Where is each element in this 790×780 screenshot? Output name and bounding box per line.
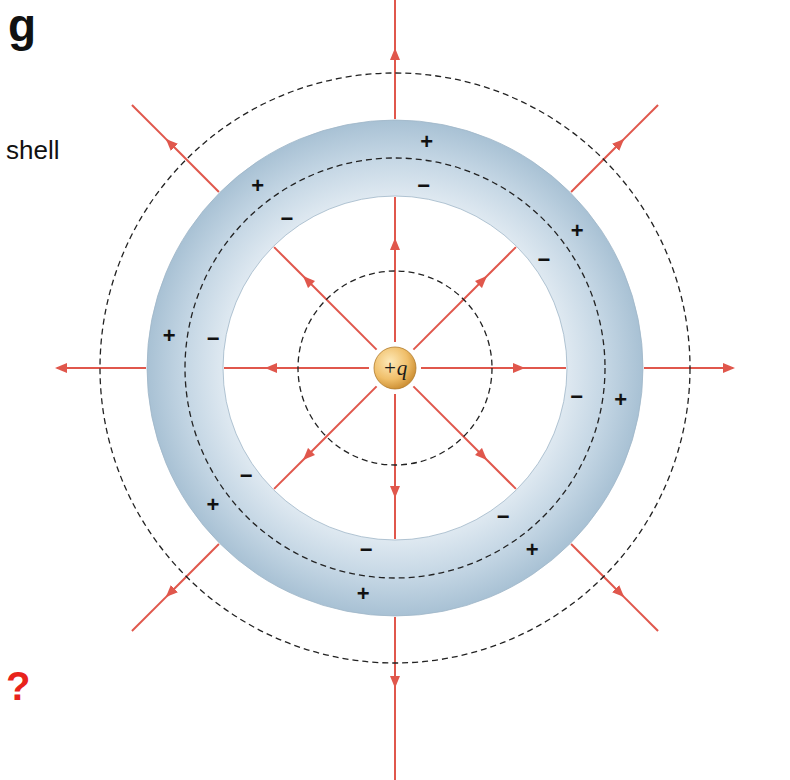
gaussian-surface: [298, 271, 492, 465]
field-line: [394, 394, 396, 496]
surface-charge-minus: −: [360, 539, 373, 561]
surface-charge-plus: +: [206, 494, 219, 516]
field-line: [274, 247, 307, 280]
surface-charge-minus: −: [497, 506, 510, 528]
surface-charge-minus: −: [417, 175, 430, 197]
field-line: [394, 0, 396, 54]
field-line: [421, 367, 523, 369]
field-line: [57, 367, 146, 369]
field-line: [394, 197, 396, 244]
field-line: [571, 544, 623, 596]
field-line: [394, 240, 396, 342]
text-fragment: shell: [6, 137, 59, 163]
field-line: [132, 105, 170, 143]
surface-charge-minus: −: [570, 386, 583, 408]
surface-charge-minus: −: [537, 249, 550, 271]
field-line: [620, 105, 658, 143]
gaussian-surface: [100, 73, 690, 663]
field-line: [394, 682, 396, 780]
field-line: [644, 367, 733, 369]
surface-charge-plus: +: [614, 389, 627, 411]
field-line: [224, 367, 271, 369]
field-line: [394, 492, 396, 539]
field-line: [519, 367, 566, 369]
surface-charge-plus: +: [163, 325, 176, 347]
charge-circle: [374, 347, 416, 389]
field-line: [483, 247, 516, 280]
field-line: [267, 367, 369, 369]
surface-charge-minus: −: [207, 328, 220, 350]
field-line: [132, 593, 170, 631]
field-lines: [57, 0, 733, 780]
surface-charge-plus: +: [420, 131, 433, 153]
field-line: [274, 456, 307, 489]
field-line: [394, 50, 396, 119]
point-charge: +q: [373, 346, 417, 390]
field-line: [167, 140, 219, 192]
surface-charge-minus: −: [280, 208, 293, 230]
conducting-shell: [147, 120, 643, 616]
field-line: [571, 140, 623, 192]
surface-charge-plus: +: [571, 220, 584, 242]
surface-charge-plus: +: [526, 539, 539, 561]
surface-charge-minus: −: [240, 465, 253, 487]
field-line: [620, 593, 658, 631]
field-line: [483, 456, 516, 489]
surface-charge-plus: +: [251, 175, 264, 197]
question-mark: ?: [6, 666, 30, 706]
charge-label: +q: [383, 356, 408, 381]
gaussian-surface: [185, 158, 605, 578]
title-fragment: g: [8, 2, 36, 48]
field-line: [167, 544, 219, 596]
surface-charge-plus: +: [357, 583, 370, 605]
field-line: [394, 617, 396, 686]
